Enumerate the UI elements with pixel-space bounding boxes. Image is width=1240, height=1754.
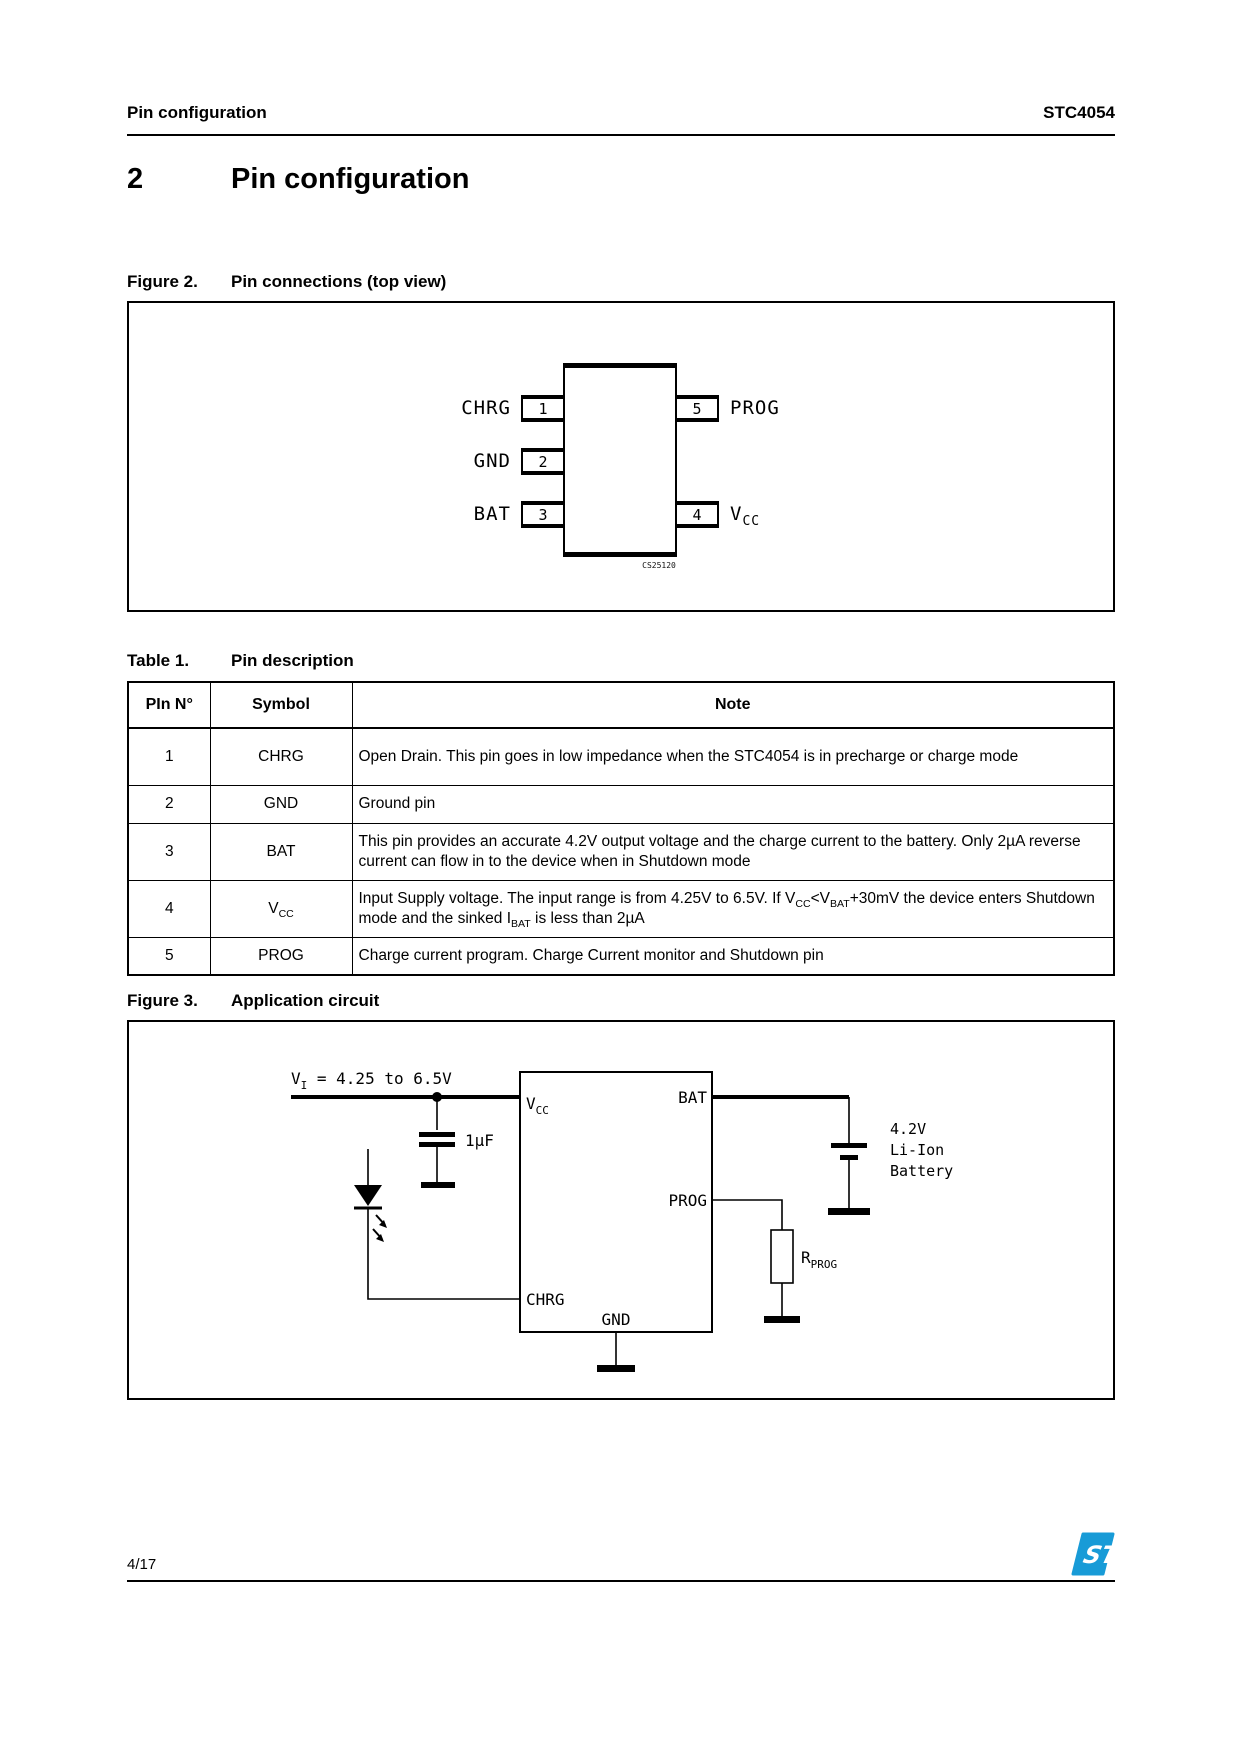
st-logo-icon: ST [1071, 1532, 1124, 1576]
pin-box-3: 3 [521, 501, 565, 528]
pin-number-1: 1 [538, 399, 548, 418]
footer-rule [127, 1580, 1115, 1582]
battery-plate-long [831, 1143, 867, 1148]
section-number: 2 [127, 163, 144, 195]
pin-description-table: PIn N° Symbol Note 1 CHRG Open Drain. Th… [127, 681, 1115, 976]
led-emission-arrowhead-2 [376, 1234, 384, 1242]
table-row: 2 GND Ground pin [127, 784, 1115, 824]
col-header-pin: PIn N° [127, 681, 211, 729]
battery-label-line1: 4.2V [890, 1120, 926, 1138]
table-row: 3 BAT This pin provides an accurate 4.2V… [127, 822, 1115, 881]
col-header-note: Note [351, 681, 1115, 729]
cell-symbol: PROG [209, 936, 353, 976]
battery-plate-short [840, 1155, 858, 1160]
chip-pin-prog: PROG [668, 1191, 707, 1210]
cell-symbol: BAT [209, 822, 353, 881]
pin-box-5: 5 [675, 395, 719, 422]
pin-box-2: 2 [521, 448, 565, 475]
st-logo: ST [1071, 1532, 1124, 1581]
figure2-caption: Figure 2. Pin connections (top view) [127, 272, 446, 292]
rprog-ground-bar [764, 1316, 800, 1323]
figure3-caption: Figure 3. Application circuit [127, 991, 379, 1011]
cell-note: Open Drain. This pin goes in low impedan… [351, 727, 1115, 786]
led-emission-arrowhead-1 [379, 1220, 387, 1228]
battery-ground-bar [828, 1208, 870, 1215]
vin-label: VI = 4.25 to 6.5V [291, 1069, 452, 1092]
cell-note: Ground pin [351, 784, 1115, 824]
table-row: 1 CHRG Open Drain. This pin goes in low … [127, 727, 1115, 786]
col-header-symbol: Symbol [209, 681, 353, 729]
figure2-title: Pin connections (top view) [231, 272, 447, 291]
header-doc-number: STC4054 [1043, 103, 1115, 122]
chip-body [563, 363, 677, 557]
table1-caption: Table 1. Pin description [127, 651, 354, 671]
cell-pin: 2 [127, 784, 211, 824]
cell-pin: 4 [127, 879, 211, 938]
junction-dot [432, 1092, 442, 1102]
pin-number-4: 4 [692, 505, 702, 524]
figure-code: CS25120 [642, 561, 676, 570]
cell-pin: 1 [127, 727, 211, 786]
section-title: Pin configuration [231, 163, 470, 195]
figure2-label: Figure 2. [127, 272, 198, 291]
page-number: 4/17 [127, 1556, 157, 1573]
battery-label-line2: Li-Ion [890, 1141, 944, 1159]
capacitor-plate-bottom [419, 1142, 455, 1147]
chip-pin-vcc: VCC [526, 1094, 549, 1117]
application-circuit-figure: VI = 4.25 to 6.5V 1µF VCC BAT PROG CHRG … [127, 1020, 1115, 1400]
cell-symbol: GND [209, 784, 353, 824]
page-header: Pin configuration STC4054 [127, 103, 1115, 136]
led-triangle [354, 1185, 382, 1206]
figure3-title: Application circuit [231, 991, 380, 1010]
figure3-label: Figure 3. [127, 991, 198, 1010]
st-logo-shape [1071, 1532, 1115, 1576]
cell-note: This pin provides an accurate 4.2V outpu… [351, 822, 1115, 881]
cell-note: Input Supply voltage. The input range is… [351, 879, 1115, 938]
application-circuit-schematic: VI = 4.25 to 6.5V 1µF VCC BAT PROG CHRG … [291, 1069, 953, 1372]
pin-connections-figure: 1 2 3 5 4 CHRG GND BAT PROG VCC CS25120 [127, 301, 1115, 612]
header-section-title: Pin configuration [127, 103, 267, 122]
prog-wire [712, 1199, 783, 1230]
pin-label-chrg: CHRG [461, 397, 511, 419]
cell-note: Charge current program. Charge Current m… [351, 936, 1115, 976]
section-heading: 2 Pin configuration [127, 163, 469, 196]
cell-pin: 5 [127, 936, 211, 976]
pin-box-1: 1 [521, 395, 565, 422]
pin-label-vcc: VCC [730, 503, 761, 529]
table-row: 5 PROG Charge current program. Charge Cu… [127, 936, 1115, 976]
table-header-row: PIn N° Symbol Note [127, 681, 1115, 729]
cell-symbol: VCC [209, 879, 353, 938]
cell-symbol: CHRG [209, 727, 353, 786]
cell-pin: 3 [127, 822, 211, 881]
gnd-ground-bar [597, 1365, 635, 1372]
table1-label: Table 1. [127, 651, 190, 670]
pin-label-prog: PROG [730, 397, 780, 419]
pin-number-5: 5 [692, 399, 702, 418]
pin-box-4: 4 [675, 501, 719, 528]
chrg-wire [367, 1208, 520, 1300]
table-row: 4 VCC Input Supply voltage. The input ra… [127, 879, 1115, 938]
pin-label-bat: BAT [473, 503, 511, 525]
pin-label-gnd: GND [473, 450, 511, 472]
table1-title: Pin description [231, 651, 354, 670]
pin-number-3: 3 [538, 505, 548, 524]
pin-number-2: 2 [538, 452, 548, 471]
st-logo-letters: ST [1081, 1540, 1115, 1569]
capacitor-ground-bar [421, 1182, 455, 1188]
rprog-label: RPROG [801, 1248, 837, 1271]
chip-pin-gnd: GND [602, 1310, 631, 1329]
rprog-resistor [770, 1229, 794, 1284]
capacitor-label: 1µF [465, 1131, 494, 1150]
battery-label-line3: Battery [890, 1162, 953, 1180]
chip-pin-bat: BAT [678, 1088, 707, 1107]
capacitor-plate-top [419, 1132, 455, 1137]
chip-pin-chrg: CHRG [526, 1290, 565, 1309]
